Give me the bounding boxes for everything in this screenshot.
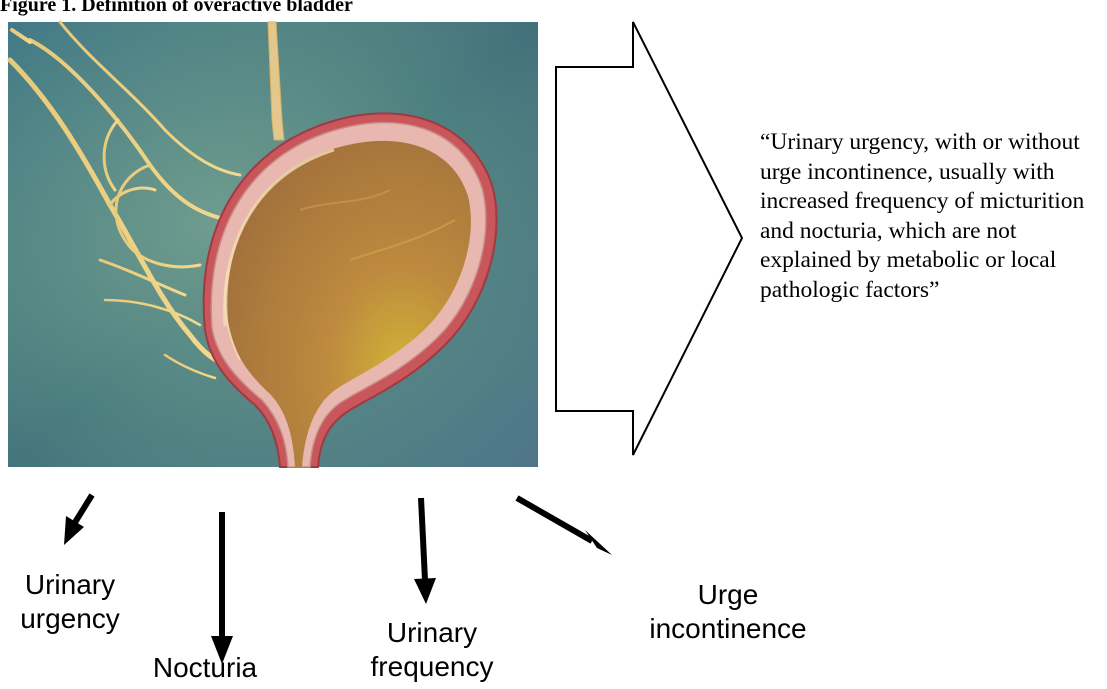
symptom-label-urinary-frequency: Urinary frequency bbox=[362, 616, 502, 684]
symptom-label-line: Nocturia bbox=[120, 651, 290, 685]
arrow-nocturia bbox=[211, 512, 233, 664]
symptom-label-line: frequency bbox=[362, 650, 502, 684]
bladder-photo bbox=[8, 22, 538, 467]
symptom-label-urinary-urgency: Urinary urgency bbox=[10, 568, 130, 636]
arrow-urinary-frequency bbox=[414, 498, 436, 604]
arrow-urge-incontinence bbox=[517, 498, 612, 555]
definition-arrow bbox=[556, 22, 742, 455]
symptom-label-line: urgency bbox=[10, 602, 130, 636]
symptom-label-line: Urge bbox=[618, 578, 838, 612]
symptom-label-line: Urinary bbox=[10, 568, 130, 602]
symptom-label-line: incontinence bbox=[618, 612, 838, 646]
definition-quote: “Urinary urgency, with or without urge i… bbox=[760, 128, 1105, 306]
symptom-label-nocturia: Nocturia bbox=[120, 651, 290, 685]
arrow-urinary-urgency bbox=[64, 495, 92, 545]
symptom-label-line: Urinary bbox=[362, 616, 502, 650]
symptom-label-urge-incontinence: Urge incontinence bbox=[618, 578, 838, 646]
